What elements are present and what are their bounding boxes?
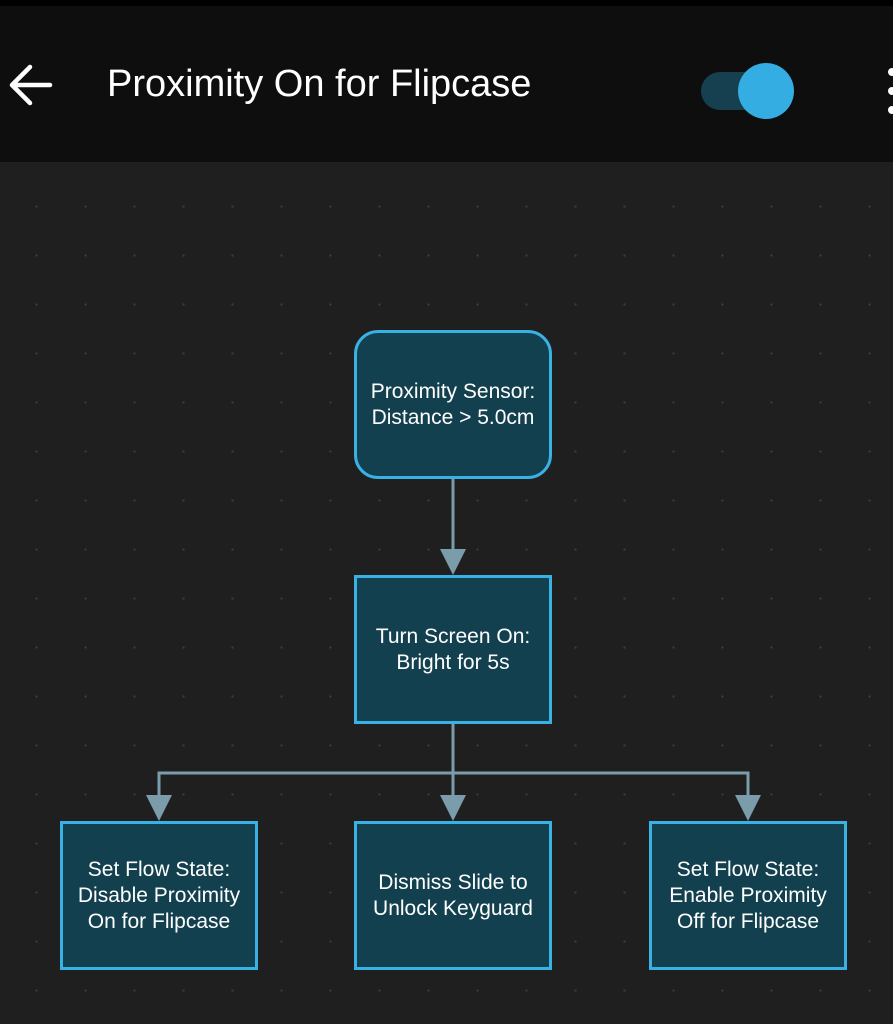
action-node-turn-screen-on[interactable]: Turn Screen On: Bright for 5s <box>354 575 552 724</box>
branch-node-disable-proximity[interactable]: Set Flow State: Disable Proximity On for… <box>60 821 258 970</box>
branch-node-label: Set Flow State: Disable Proximity On for… <box>77 857 241 933</box>
arrow-head-3 <box>440 795 466 821</box>
trigger-node[interactable]: Proximity Sensor: Distance > 5.0cm <box>354 330 552 479</box>
action-node-label: Turn Screen On: Bright for 5s <box>375 624 531 674</box>
trigger-node-label: Proximity Sensor: Distance > 5.0cm <box>370 379 536 429</box>
back-button[interactable] <box>0 50 60 120</box>
arrow-head-1 <box>440 549 466 575</box>
arrow-head-2 <box>146 795 172 821</box>
more-vert-icon[interactable] <box>884 64 893 118</box>
connector-branch-bar <box>157 771 750 798</box>
app-bar: Proximity On for Flipcase <box>0 6 893 162</box>
arrow-left-icon <box>9 64 53 106</box>
arrow-head-4 <box>735 795 761 821</box>
page-title: Proximity On for Flipcase <box>107 63 532 105</box>
branch-node-dismiss-keyguard[interactable]: Dismiss Slide to Unlock Keyguard <box>354 821 552 970</box>
flow-enabled-toggle[interactable] <box>699 61 797 121</box>
toggle-thumb <box>738 63 794 119</box>
branch-node-label: Dismiss Slide to Unlock Keyguard <box>373 870 533 920</box>
branch-node-label: Set Flow State: Enable Proximity Off for… <box>669 857 827 933</box>
status-bar <box>0 0 893 6</box>
branch-node-enable-proximity[interactable]: Set Flow State: Enable Proximity Off for… <box>649 821 847 970</box>
